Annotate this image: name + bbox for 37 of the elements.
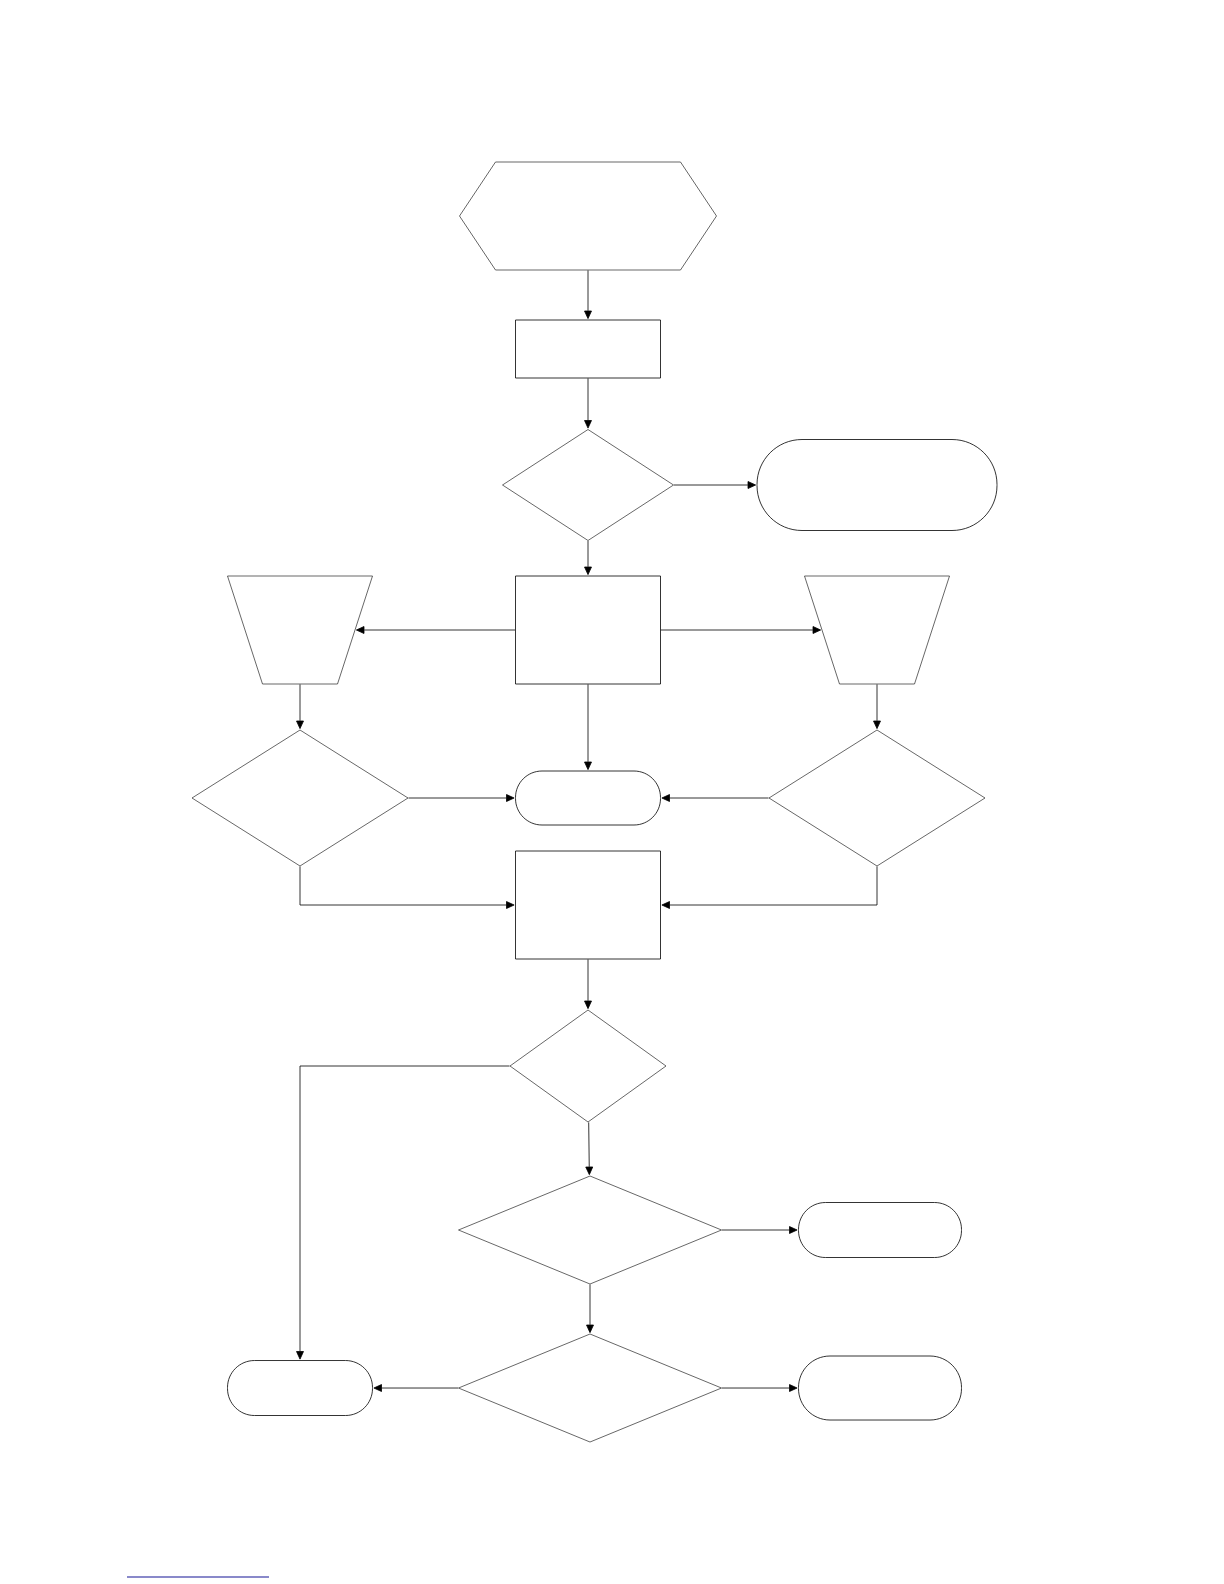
terminal-shape — [798, 1202, 962, 1258]
arrow — [673, 481, 756, 489]
arrow — [584, 378, 592, 429]
decision-diamond — [768, 729, 986, 867]
arrow — [408, 794, 515, 802]
terminal-shape — [515, 770, 661, 826]
arrow — [661, 794, 769, 802]
trapezoid-shape — [227, 575, 373, 685]
terminal-shape — [227, 1360, 373, 1416]
process-box — [515, 850, 661, 960]
decision-diamond — [509, 1009, 667, 1123]
decision-diamond — [458, 1333, 722, 1443]
decision-diamond — [191, 729, 409, 867]
terminal-shape — [798, 1355, 962, 1421]
arrow — [721, 1226, 798, 1234]
arrow — [584, 959, 592, 1010]
process-box — [515, 575, 661, 685]
decision-diamond — [458, 1175, 722, 1285]
arrow — [873, 684, 881, 729]
arrow — [660, 626, 821, 634]
process-box — [515, 319, 661, 379]
arrow — [373, 1384, 459, 1392]
arrow — [584, 540, 592, 575]
terminal-shape — [756, 439, 998, 531]
arrow — [584, 270, 592, 319]
arrow — [296, 684, 304, 729]
arrow — [661, 866, 878, 909]
trapezoid-shape — [804, 575, 950, 685]
arrow — [584, 684, 592, 770]
arrow — [721, 1384, 798, 1392]
arrow — [296, 1065, 510, 1360]
hexagon-shape — [459, 161, 717, 271]
arrow — [356, 626, 516, 634]
decision-diamond — [502, 429, 674, 541]
arrow — [585, 1122, 594, 1176]
arrow — [299, 866, 515, 909]
arrow — [586, 1284, 594, 1334]
